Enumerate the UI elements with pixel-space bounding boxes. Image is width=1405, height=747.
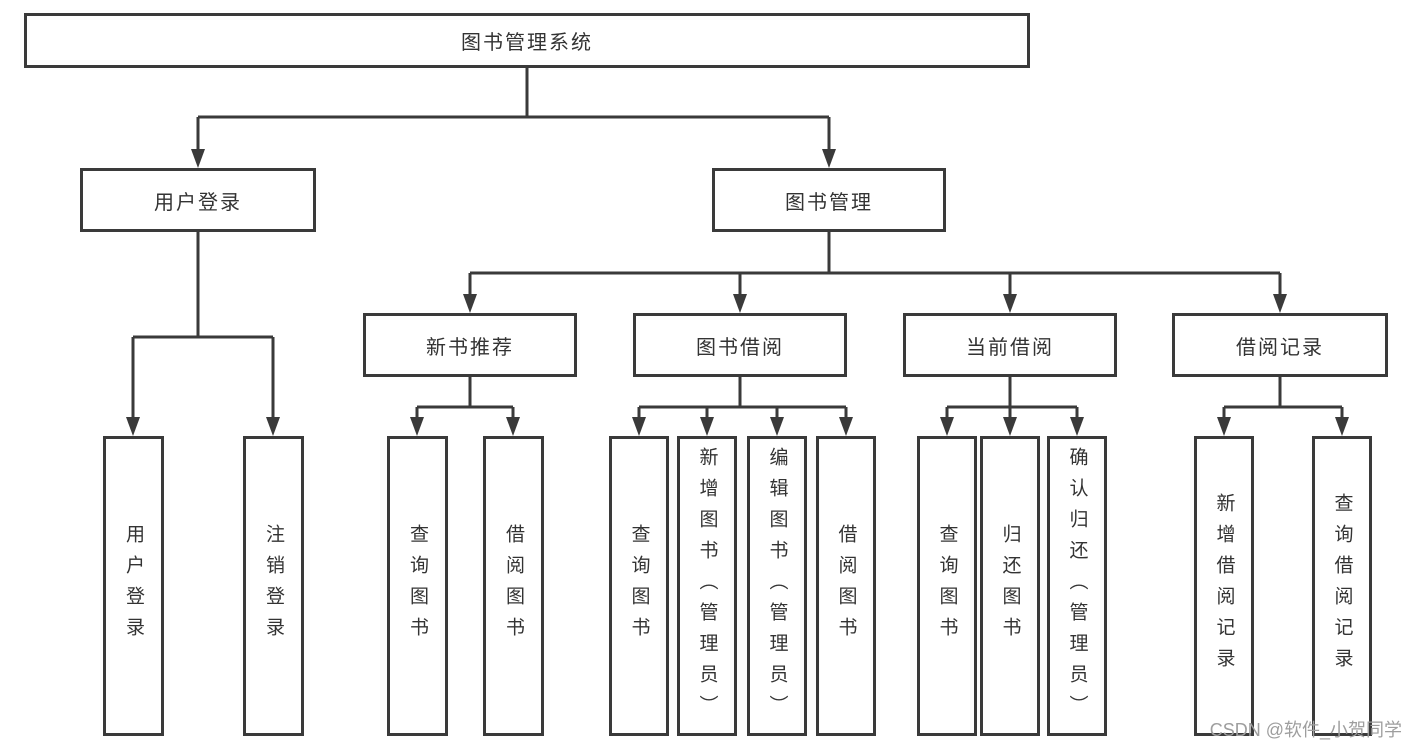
- arrowhead: [700, 417, 714, 436]
- node-label: 图书借阅: [696, 336, 784, 359]
- arrowhead: [1217, 417, 1231, 436]
- arrowhead: [1003, 294, 1017, 313]
- leaf-query-books-current: 查询图书: [917, 436, 977, 736]
- leaf-user-login: 用户登录: [103, 436, 164, 736]
- leaf-label: 借阅图书: [503, 524, 524, 648]
- node-label: 当前借阅: [966, 336, 1054, 359]
- leaf-label: 新增图书（管理员）: [696, 446, 718, 726]
- node-new-book-recommendation: 新书推荐: [363, 313, 577, 377]
- leaf-query-borrow-record: 查询借阅记录: [1312, 436, 1372, 736]
- leaf-label: 查询图书: [407, 524, 428, 648]
- arrowhead: [1335, 417, 1349, 436]
- arrowhead: [822, 149, 836, 168]
- leaf-label: 用户登录: [123, 524, 144, 648]
- node-label: 用户登录: [154, 191, 242, 214]
- leaf-return-books: 归还图书: [980, 436, 1040, 736]
- leaf-label: 注销登录: [263, 524, 284, 648]
- node-user-login: 用户登录: [80, 168, 316, 232]
- node-library-management-system: 图书管理系统: [24, 13, 1030, 68]
- leaf-label: 编辑图书（管理员）: [766, 446, 788, 726]
- node-borrowing-records: 借阅记录: [1172, 313, 1388, 377]
- arrowhead: [733, 294, 747, 313]
- csdn-watermark: CSDN @软件_小贺同学: [1209, 720, 1402, 740]
- leaf-label: 新增借阅记录: [1213, 493, 1235, 679]
- arrowhead: [632, 417, 646, 436]
- leaf-label: 借阅图书: [835, 524, 857, 648]
- connector-user-login-branch: [131, 232, 275, 422]
- leaf-add-borrow-record: 新增借阅记录: [1194, 436, 1254, 736]
- node-current-borrowing: 当前借阅: [903, 313, 1117, 377]
- arrowhead: [506, 417, 520, 436]
- arrowhead: [940, 417, 954, 436]
- arrowhead: [266, 417, 280, 436]
- leaf-confirm-return-admin: 确认归还（管理员）: [1047, 436, 1107, 736]
- leaf-label: 归还图书: [999, 524, 1021, 648]
- leaf-label: 查询图书: [936, 524, 958, 648]
- connector-current-borrow-branch: [945, 377, 1079, 422]
- leaf-label: 查询借阅记录: [1331, 493, 1353, 679]
- arrowhead: [770, 417, 784, 436]
- node-label: 图书管理系统: [461, 32, 593, 54]
- node-label: 借阅记录: [1236, 336, 1324, 359]
- leaf-borrow-books-recommend: 借阅图书: [483, 436, 544, 736]
- arrowhead: [1273, 294, 1287, 313]
- node-label: 图书管理: [785, 191, 873, 214]
- arrowhead: [191, 149, 205, 168]
- arrowhead: [410, 417, 424, 436]
- connector-new-book-branch: [415, 377, 515, 422]
- arrowhead: [839, 417, 853, 436]
- connector-borrow-records-branch: [1222, 377, 1344, 422]
- leaf-edit-books-admin: 编辑图书（管理员）: [747, 436, 807, 736]
- connector-root-to-level2: [196, 68, 831, 152]
- leaf-query-books-recommend: 查询图书: [387, 436, 448, 736]
- leaf-label: 确认归还（管理员）: [1066, 446, 1088, 726]
- node-book-management: 图书管理: [712, 168, 946, 232]
- leaf-borrow-books: 借阅图书: [816, 436, 876, 736]
- leaf-add-books-admin: 新增图书（管理员）: [677, 436, 737, 736]
- connector-book-management-branch: [468, 232, 1282, 298]
- arrowheads: [126, 149, 1349, 436]
- connector-book-borrow-branch: [637, 377, 848, 422]
- leaf-query-books-borrowing: 查询图书: [609, 436, 669, 736]
- arrowhead: [463, 294, 477, 313]
- node-label: 新书推荐: [426, 336, 514, 359]
- node-book-borrowing: 图书借阅: [633, 313, 847, 377]
- arrowhead: [126, 417, 140, 436]
- arrowhead: [1070, 417, 1084, 436]
- leaf-label: 查询图书: [628, 524, 650, 648]
- leaf-logout: 注销登录: [243, 436, 304, 736]
- arrowhead: [1003, 417, 1017, 436]
